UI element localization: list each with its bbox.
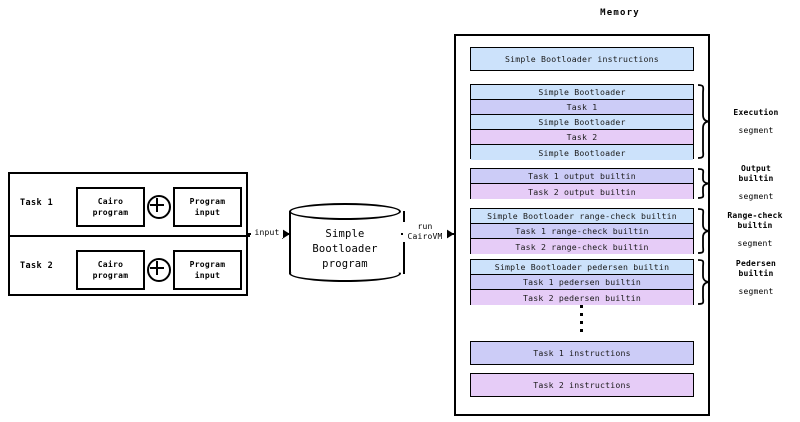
memory-row-task-1-instructions: Task 1 instructions bbox=[470, 341, 694, 365]
task-2-cairo-program-box: Cairo program bbox=[76, 250, 145, 290]
range-check-builtin-segment-label-line1: Range-check bbox=[727, 211, 783, 220]
output-builtin-segment-label-segment: segment bbox=[735, 191, 777, 202]
task-2-input-line2: input bbox=[194, 271, 221, 280]
pedersen-builtin-segment-group: Simple Bootloader pedersen builtin Task … bbox=[470, 259, 694, 305]
cylinder-top-ellipse bbox=[289, 203, 401, 220]
memory-row-task-2-instructions: Task 2 instructions bbox=[470, 373, 694, 397]
task-2-program-line1: Cairo bbox=[97, 260, 124, 269]
table-row: Task 1 output builtin bbox=[471, 169, 693, 184]
input-edge-arrowhead bbox=[282, 229, 290, 239]
memory-row-simple-bootloader-instructions: Simple Bootloader instructions bbox=[470, 47, 694, 71]
table-row: Simple Bootloader bbox=[471, 115, 693, 130]
execution-segment-label-line1: Execution bbox=[733, 108, 779, 117]
output-builtin-segment-label-line2: builtin bbox=[738, 174, 774, 183]
table-row: Task 1 pedersen builtin bbox=[471, 275, 693, 290]
pedersen-builtin-segment-brace bbox=[696, 259, 712, 305]
table-row: Task 2 pedersen builtin bbox=[471, 290, 693, 305]
range-check-builtin-segment-label-segment: segment bbox=[734, 238, 776, 249]
input-edge-label: input bbox=[251, 228, 283, 238]
task-1-program-input-box: Program input bbox=[173, 187, 242, 227]
table-row: Simple Bootloader range-check builtin bbox=[471, 209, 693, 224]
vertical-ellipsis-icon bbox=[578, 305, 584, 337]
output-builtin-segment-brace bbox=[696, 168, 712, 199]
run-edge-label-line2: CairoVM bbox=[407, 232, 443, 241]
table-row: Task 2 output builtin bbox=[471, 184, 693, 199]
table-row: Task 2 range-check builtin bbox=[471, 239, 693, 254]
execution-segment-label-segment: segment bbox=[735, 125, 777, 136]
cylinder-line-3: program bbox=[322, 257, 368, 270]
range-check-builtin-segment-brace bbox=[696, 208, 712, 254]
task-row-1: Task 1 Cairo program Program input bbox=[10, 174, 250, 236]
table-row: Task 2 bbox=[471, 130, 693, 145]
simple-bootloader-program-cylinder: Simple Bootloader program bbox=[289, 203, 405, 282]
task-1-label: Task 1 bbox=[20, 198, 54, 208]
cylinder-line-2: Bootloader bbox=[312, 242, 378, 255]
pedersen-builtin-segment-label-segment: segment bbox=[735, 286, 777, 297]
execution-segment-group: Simple Bootloader Task 1 Simple Bootload… bbox=[470, 84, 694, 160]
table-row: Simple Bootloader bbox=[471, 145, 693, 160]
task-1-program-line2: program bbox=[92, 208, 129, 217]
run-edge-label: run CairoVM bbox=[403, 222, 447, 242]
output-builtin-segment-label-line1: Output bbox=[740, 164, 772, 173]
table-row: Task 1 range-check builtin bbox=[471, 224, 693, 239]
tasks-divider bbox=[10, 235, 250, 237]
pedersen-builtin-segment-label: Pedersen builtin segment bbox=[713, 259, 799, 298]
tasks-panel: Task 1 Cairo program Program input Task … bbox=[8, 172, 250, 299]
task-2-program-line2: program bbox=[92, 271, 129, 280]
task-row-2: Task 2 Cairo program Program input bbox=[10, 237, 250, 299]
table-row: Task 1 bbox=[471, 100, 693, 115]
task-2-input-line1: Program bbox=[189, 260, 226, 269]
task-1-program-line1: Cairo bbox=[97, 197, 124, 206]
range-check-builtin-segment-label: Range-check builtin segment bbox=[709, 211, 800, 250]
plus-circle-icon-2 bbox=[147, 258, 171, 282]
plus-circle-icon-1 bbox=[147, 195, 171, 219]
pedersen-builtin-segment-label-line1: Pedersen bbox=[735, 259, 777, 268]
cylinder-body bbox=[289, 211, 405, 274]
cylinder-line-1: Simple bbox=[325, 227, 365, 240]
table-row: Simple Bootloader bbox=[471, 85, 693, 100]
task-2-program-input-box: Program input bbox=[173, 250, 242, 290]
task-2-label: Task 2 bbox=[20, 261, 54, 271]
task-1-input-line2: input bbox=[194, 208, 221, 217]
output-builtin-segment-label: Output builtin segment bbox=[713, 164, 799, 203]
range-check-builtin-segment-label-line2: builtin bbox=[737, 221, 773, 230]
execution-segment-brace bbox=[696, 84, 712, 159]
table-row: Simple Bootloader pedersen builtin bbox=[471, 260, 693, 275]
output-builtin-segment-group: Task 1 output builtin Task 2 output buil… bbox=[470, 168, 694, 199]
execution-segment-label: Execution segment bbox=[713, 108, 799, 137]
run-edge-label-line1: run bbox=[417, 222, 433, 231]
task-1-input-line1: Program bbox=[189, 197, 226, 206]
run-edge-arrowhead bbox=[446, 229, 454, 239]
cylinder-label: Simple Bootloader program bbox=[289, 221, 401, 277]
memory-title: Memory bbox=[600, 8, 640, 18]
range-check-builtin-segment-group: Simple Bootloader range-check builtin Ta… bbox=[470, 208, 694, 254]
pedersen-builtin-segment-label-line2: builtin bbox=[738, 269, 774, 278]
task-1-cairo-program-box: Cairo program bbox=[76, 187, 145, 227]
